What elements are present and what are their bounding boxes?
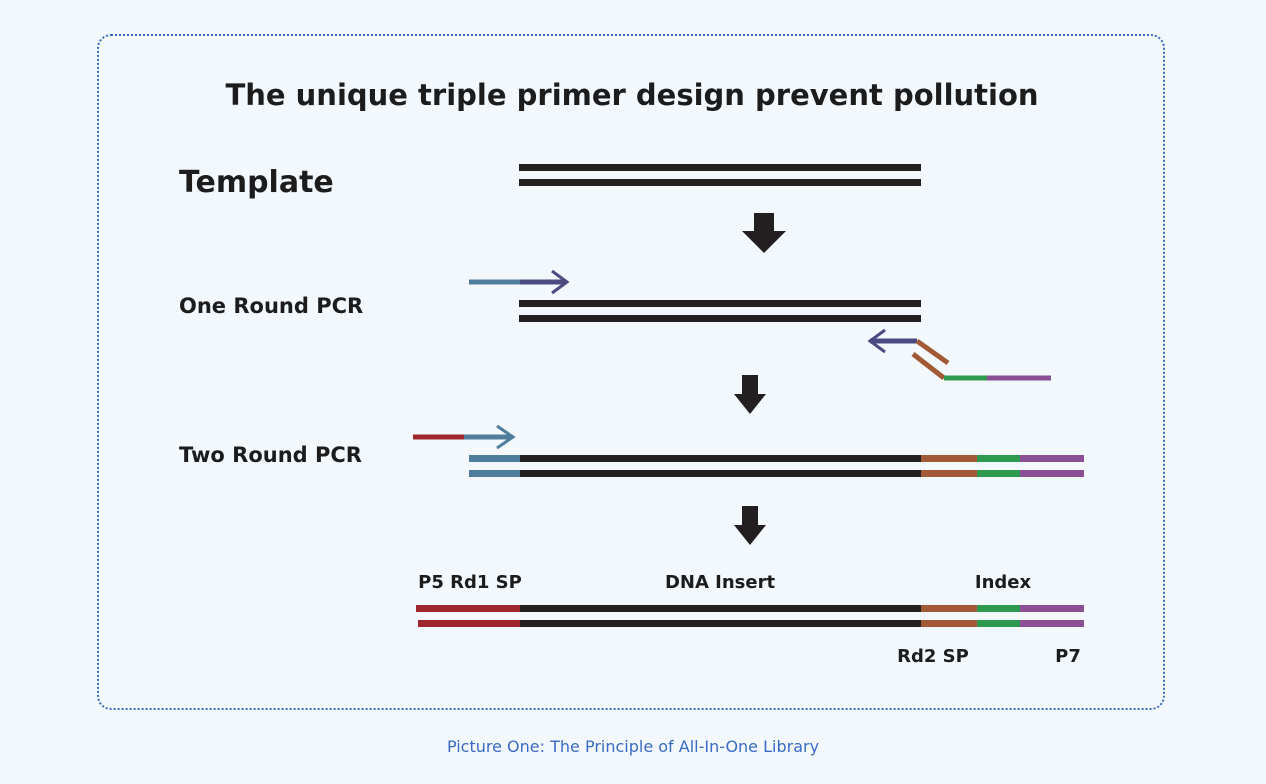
down-arrow-icon <box>742 213 786 253</box>
down-arrow-icon <box>734 375 766 414</box>
label-p5-rd1-sp: P5 Rd1 SP <box>418 572 522 593</box>
label-dna-insert: DNA Insert <box>665 572 776 593</box>
reverse-primer-1 <box>867 328 1051 381</box>
final-library-dna <box>416 605 1084 627</box>
label-rd2-sp: Rd2 SP <box>897 646 969 667</box>
diagram-title: The unique triple primer design prevent … <box>225 78 1038 112</box>
forward-primer-1 <box>469 269 570 295</box>
two-round-dna <box>469 455 1084 477</box>
label-two-round: Two Round PCR <box>179 443 362 467</box>
forward-primer-2 <box>413 424 516 450</box>
label-one-round: One Round PCR <box>179 294 363 318</box>
template-dna <box>519 164 921 186</box>
diagram-frame <box>97 34 1165 710</box>
label-index: Index <box>975 572 1032 593</box>
one-round-dna <box>519 300 921 322</box>
label-p7: P7 <box>1055 646 1081 667</box>
label-template: Template <box>179 165 334 200</box>
figure-caption: Picture One: The Principle of All-In-One… <box>446 737 820 756</box>
down-arrow-icon <box>734 506 766 545</box>
